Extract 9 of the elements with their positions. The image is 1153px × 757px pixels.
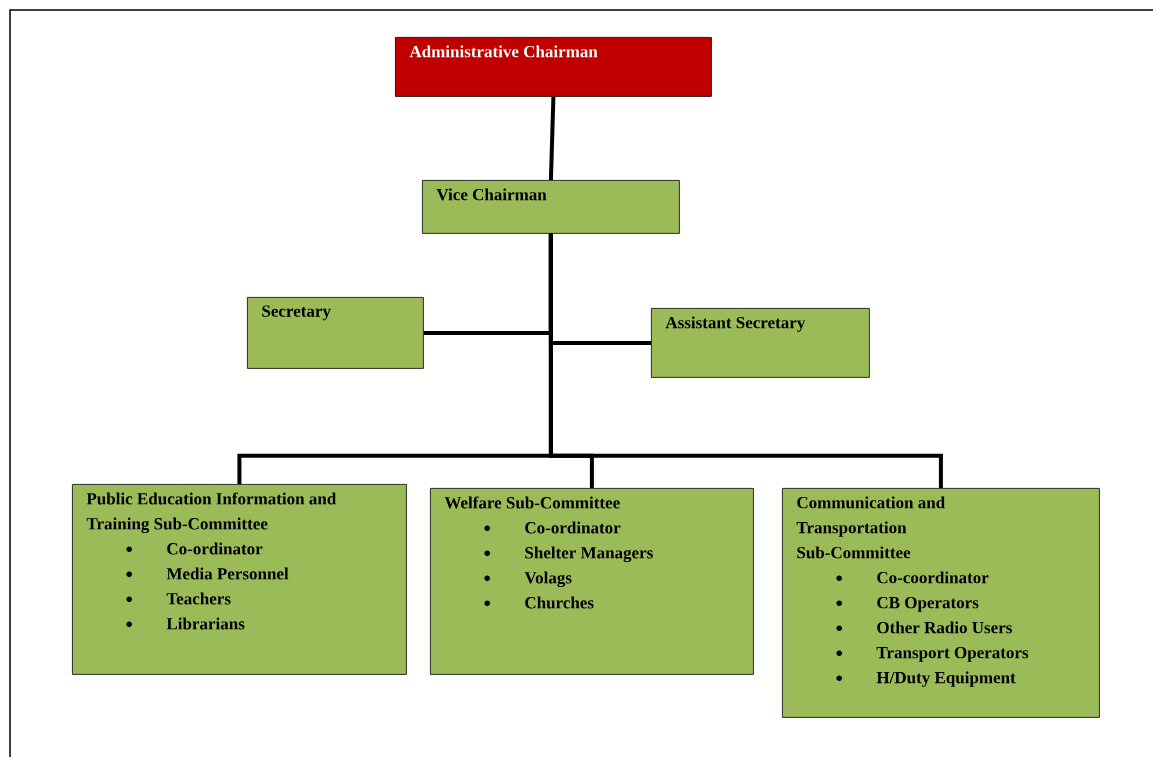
chairman-box: Administrative Chairman [395,37,712,97]
committee-box: Communication and Transportation Sub-Committee Co-coordinator CB Operators Other Radio Users Transport Operators H/Duty Equipment [782,488,1100,718]
vice-chairman-box: Vice Chairman [422,180,680,234]
secretary-box: Secretary [247,297,424,369]
committee-box: Public Education Information and Training Sub-Committee Co-ordinator Media Personnel Teachers Librarians [72,484,407,675]
secretary-box: Assistant Secretary [651,308,870,378]
committee-box: Welfare Sub-Committee Co-ordinator Shelter Managers Volags Churches [430,488,754,675]
connector-line [548,96,556,181]
connector-line [548,233,943,488]
